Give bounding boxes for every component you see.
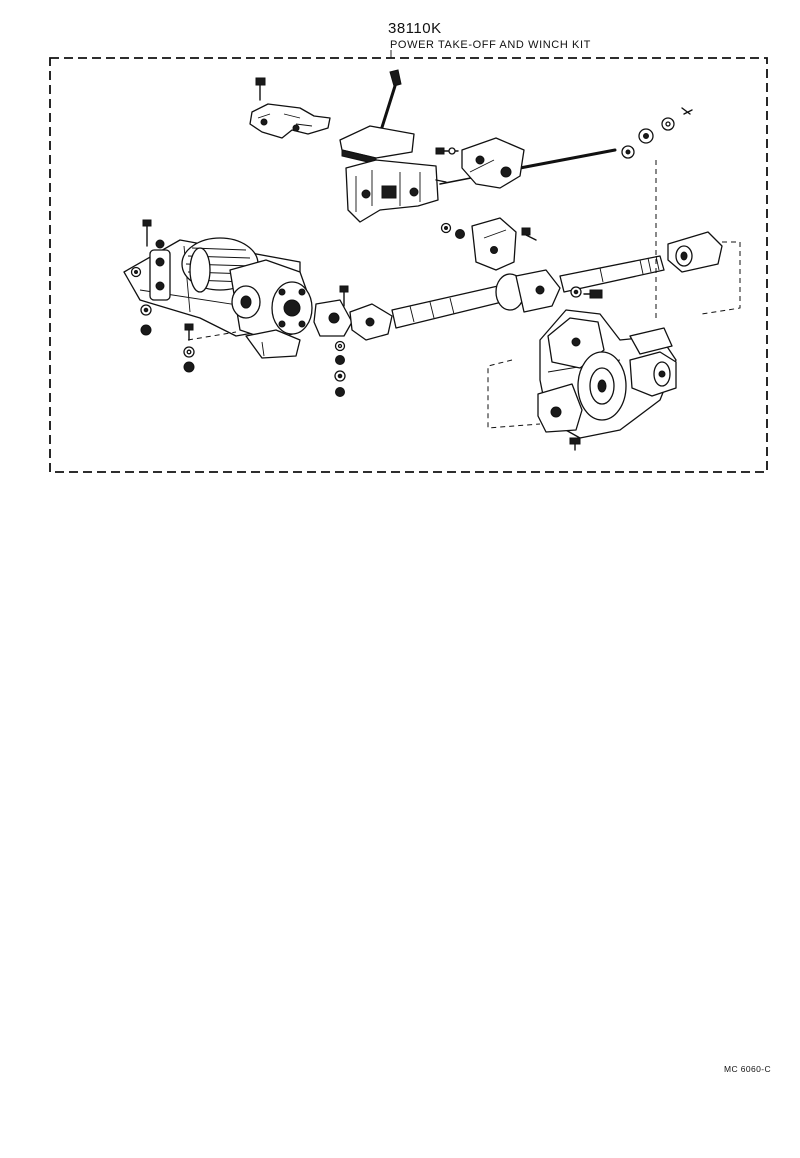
splined-shaft [559, 255, 665, 293]
pto-mount-flange [537, 383, 583, 433]
shaft-nut [334, 370, 346, 382]
cover-plate-bolt [255, 77, 266, 101]
pto-gear-housing [577, 351, 627, 421]
shaft-washer [335, 387, 345, 397]
linkage-nut [638, 128, 654, 144]
shaft-nut [335, 355, 345, 365]
winch-nut [130, 266, 142, 278]
shift-lever-bracket [345, 159, 447, 223]
kit-boundary-frame [49, 57, 768, 473]
winch-washer [140, 324, 152, 336]
winch-drive-flange [271, 281, 313, 335]
linkage-nut [621, 145, 635, 159]
bracket-washer [455, 229, 465, 239]
winch-bolt [142, 219, 152, 247]
winch-bolt-guide-line [187, 331, 237, 341]
pto-guide-line [487, 359, 541, 429]
universal-joint [349, 303, 393, 341]
pto-stud [569, 437, 581, 451]
pto-output-flange [629, 351, 677, 397]
shift-rod [439, 148, 617, 185]
shaft-yoke-flange [313, 299, 353, 337]
winch-drum-support [149, 249, 171, 301]
pto-shift-housing [629, 327, 673, 355]
shaft-bolt [339, 285, 349, 307]
bracket-bolt [521, 227, 537, 241]
mounting-bracket [471, 217, 517, 271]
center-bearing-bolt [583, 289, 603, 299]
winch-nut [140, 304, 152, 316]
winch-nut [183, 361, 195, 373]
center-bearing-yoke [495, 269, 561, 313]
kit-title: POWER TAKE-OFF AND WINCH KIT [390, 39, 591, 51]
part-number: 38110K [388, 20, 442, 37]
figure-code: MC 6060-C [724, 1064, 772, 1074]
shaft-washer [334, 340, 346, 352]
cotter-pin [681, 107, 693, 115]
intermediate-shaft [391, 285, 503, 329]
cover-plate [249, 103, 331, 139]
winch-bolt [184, 323, 194, 341]
linkage-washer [661, 117, 675, 131]
winch-mount-base [245, 329, 301, 359]
shift-lever-boot [339, 125, 415, 165]
winch-washer [183, 346, 195, 358]
pto-cover-plate [547, 317, 605, 369]
shift-link-bracket [461, 137, 525, 189]
bracket-nut [440, 222, 452, 234]
yoke-guide-line [701, 241, 741, 315]
winch-nut [155, 239, 165, 249]
slip-yoke [667, 231, 723, 273]
center-bearing-nut [570, 286, 582, 298]
linkage-bolt [435, 147, 459, 155]
